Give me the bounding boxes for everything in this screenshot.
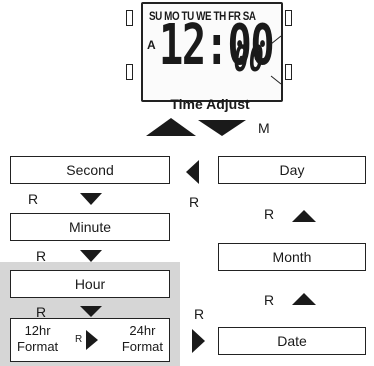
down-arrow-second-minute-icon	[80, 193, 102, 205]
format-12hr-label: 12hr Format	[17, 323, 59, 354]
date-box: Date	[218, 327, 366, 355]
minute-box: Minute	[10, 213, 170, 241]
format-toggle-arrow-icon	[86, 330, 98, 350]
r-label-format-date: R	[194, 306, 205, 322]
top-left-button-mark	[126, 10, 133, 26]
r-label-hour-format: R	[36, 304, 47, 320]
format-24hr-label: 24hr Format	[121, 323, 163, 354]
callout-tick-icon	[270, 75, 282, 85]
bottom-left-button-mark	[126, 64, 133, 80]
day-box: Day	[218, 156, 366, 184]
watch-lcd-display: SU MO TU WE TH FR SA A 12:00 00	[141, 2, 283, 102]
down-arrow-hour-format-icon	[80, 306, 102, 317]
callout-tick-icon	[270, 35, 282, 45]
left-arrow-day-icon	[186, 160, 199, 184]
r-label-date-month: R	[264, 292, 275, 308]
m-button-label: M	[258, 120, 270, 136]
r-label-second-minute: R	[28, 191, 39, 207]
right-arrow-date-icon	[192, 329, 205, 353]
top-right-button-mark	[285, 10, 292, 26]
down-arrow-minute-hour-icon	[80, 250, 102, 262]
r-label-second-day: R	[189, 194, 200, 210]
month-box: Month	[218, 243, 366, 271]
second-box: Second	[10, 156, 170, 184]
r-label-minute-hour: R	[36, 248, 47, 264]
format-toggle-box: 12hr Format R 24hr Format	[10, 318, 170, 362]
up-arrow-date-month-icon	[292, 293, 316, 305]
mode-down-triangle-icon	[198, 120, 246, 136]
r-label-month-day: R	[264, 206, 275, 222]
hour-box: Hour	[10, 270, 170, 298]
lcd-am-indicator: A	[147, 38, 156, 52]
mode-up-triangle-icon	[146, 118, 196, 136]
lcd-weekday-row: SU MO TU WE TH FR SA	[149, 9, 256, 23]
bottom-right-button-mark	[285, 64, 292, 80]
up-arrow-month-day-icon	[292, 210, 316, 222]
diagram-title: Time Adjust	[170, 96, 250, 112]
format-r-label: R	[75, 334, 83, 345]
lcd-time-digits: 12:00	[159, 13, 275, 78]
